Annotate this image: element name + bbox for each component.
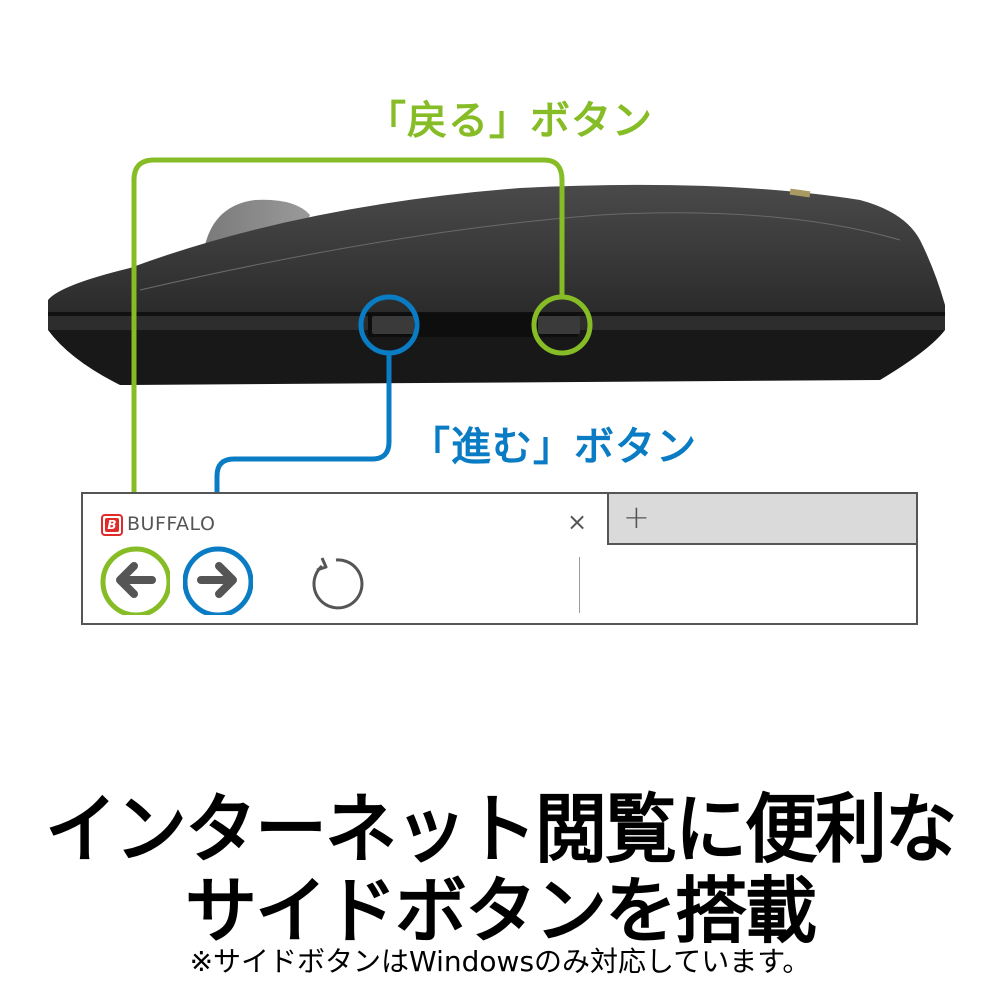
tab-title: BUFFALO	[127, 513, 216, 535]
arrow-left-icon	[100, 546, 172, 618]
reload-icon	[312, 557, 364, 610]
buffalo-logo-icon: B	[101, 514, 123, 536]
forward-button[interactable]	[182, 545, 254, 618]
arrow-right-icon	[182, 546, 254, 618]
toolbar-divider	[579, 557, 580, 613]
windows-only-note: ※サイドボタンはWindowsのみ対応しています。	[189, 945, 811, 978]
reload-button[interactable]	[298, 545, 368, 615]
plus-icon: +	[623, 498, 650, 536]
new-tab-button[interactable]: +	[607, 494, 916, 545]
forward-button-callout-label: 「進む」ボタン	[410, 424, 697, 470]
back-button-callout-label: 「戻る」ボタン	[366, 98, 653, 144]
headline-line-2: サイドボタンを搭載	[184, 869, 817, 953]
back-button[interactable]	[100, 545, 172, 618]
headline-line-1: インターネット閲覧に便利な	[44, 785, 957, 874]
browser-toolbar-mock: B BUFFALO × +	[81, 492, 918, 625]
browser-tab[interactable]: B BUFFALO ×	[83, 494, 607, 545]
close-tab-icon[interactable]: ×	[567, 508, 588, 536]
